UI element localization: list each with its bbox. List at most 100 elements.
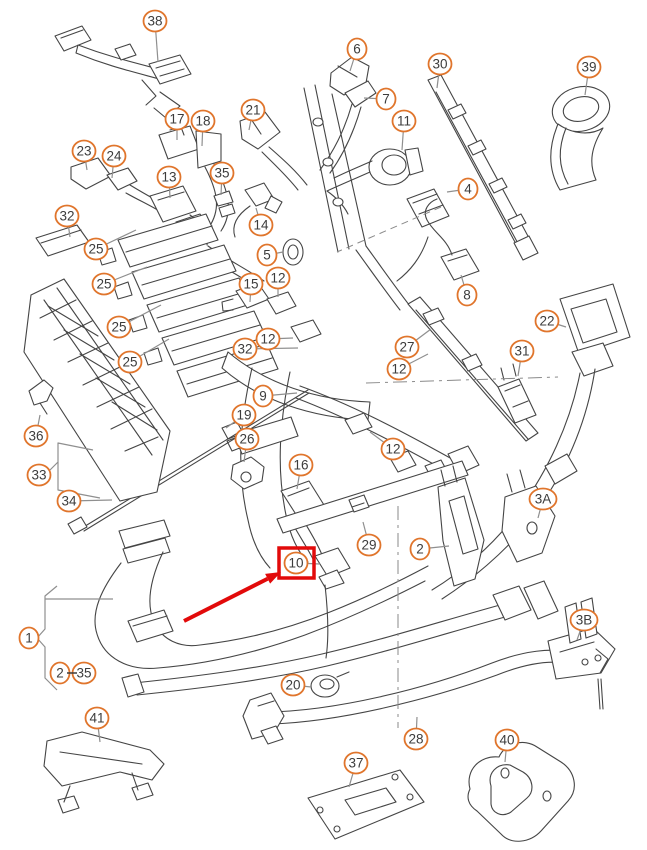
callout-11[interactable]: 11 bbox=[391, 109, 417, 133]
callout-19[interactable]: 19 bbox=[231, 403, 257, 427]
callout-circle-33[interactable] bbox=[26, 463, 52, 487]
callout-31[interactable]: 31 bbox=[509, 339, 535, 363]
callout-circle-13[interactable] bbox=[156, 165, 182, 189]
callout-circle-1[interactable] bbox=[18, 626, 40, 650]
callout-25c[interactable]: 25 bbox=[106, 315, 132, 339]
callout-circle-41[interactable] bbox=[84, 706, 110, 730]
callout-30[interactable]: 30 bbox=[427, 52, 453, 76]
callout-circle-6[interactable] bbox=[346, 37, 368, 61]
callout-circle-17[interactable] bbox=[164, 107, 190, 131]
callout-circle-5[interactable] bbox=[256, 243, 278, 267]
callout-35b[interactable]: 35 bbox=[71, 661, 97, 685]
callout-26[interactable]: 26 bbox=[234, 427, 260, 451]
callout-circle-32a[interactable] bbox=[54, 204, 80, 228]
callout-20[interactable]: 20 bbox=[280, 673, 306, 697]
callout-36[interactable]: 36 bbox=[23, 424, 49, 448]
callout-circle-37[interactable] bbox=[343, 751, 369, 775]
callout-22[interactable]: 22 bbox=[534, 309, 560, 333]
callout-24[interactable]: 24 bbox=[101, 144, 127, 168]
callout-2a[interactable]: 2 bbox=[409, 537, 431, 561]
callout-circle-40[interactable] bbox=[494, 728, 520, 752]
callout-12a[interactable]: 12 bbox=[265, 266, 291, 290]
callout-13[interactable]: 13 bbox=[156, 165, 182, 189]
callout-circle-16[interactable] bbox=[288, 453, 314, 477]
callout-circle-21[interactable] bbox=[240, 98, 266, 122]
callout-circle-25b[interactable] bbox=[91, 272, 117, 296]
callout-3B[interactable]: 3B bbox=[569, 608, 599, 632]
callout-circle-14[interactable] bbox=[248, 213, 274, 237]
callout-4[interactable]: 4 bbox=[457, 177, 479, 201]
callout-41[interactable]: 41 bbox=[84, 706, 110, 730]
callout-32a[interactable]: 32 bbox=[54, 204, 80, 228]
callout-5[interactable]: 5 bbox=[256, 243, 278, 267]
callout-25a[interactable]: 25 bbox=[83, 237, 109, 261]
callout-25b[interactable]: 25 bbox=[91, 272, 117, 296]
callout-circle-3A[interactable] bbox=[528, 487, 558, 511]
callout-29[interactable]: 29 bbox=[356, 533, 382, 557]
callout-34[interactable]: 34 bbox=[56, 489, 82, 513]
callout-27[interactable]: 27 bbox=[394, 335, 420, 359]
callout-7[interactable]: 7 bbox=[375, 87, 397, 111]
callout-1[interactable]: 1 bbox=[18, 626, 40, 650]
callout-circle-31[interactable] bbox=[509, 339, 535, 363]
callout-23[interactable]: 23 bbox=[71, 139, 97, 163]
callout-33[interactable]: 33 bbox=[26, 463, 52, 487]
callout-25d[interactable]: 25 bbox=[117, 350, 143, 374]
callout-37[interactable]: 37 bbox=[343, 751, 369, 775]
callout-3A[interactable]: 3A bbox=[528, 487, 558, 511]
callout-6[interactable]: 6 bbox=[346, 37, 368, 61]
callout-circle-36[interactable] bbox=[23, 424, 49, 448]
callout-12c[interactable]: 12 bbox=[386, 357, 412, 381]
callout-circle-19[interactable] bbox=[231, 403, 257, 427]
callout-circle-11[interactable] bbox=[391, 109, 417, 133]
callout-21[interactable]: 21 bbox=[240, 98, 266, 122]
callout-circle-20[interactable] bbox=[280, 673, 306, 697]
callout-circle-34[interactable] bbox=[56, 489, 82, 513]
callout-circle-7[interactable] bbox=[375, 87, 397, 111]
callout-38[interactable]: 38 bbox=[142, 9, 168, 33]
callout-circle-35a[interactable] bbox=[209, 161, 235, 185]
callout-circle-10[interactable] bbox=[283, 551, 309, 575]
callout-circle-25a[interactable] bbox=[83, 237, 109, 261]
callout-circle-9[interactable] bbox=[252, 384, 274, 408]
callout-circle-24[interactable] bbox=[101, 144, 127, 168]
callout-circle-3B[interactable] bbox=[569, 608, 599, 632]
callout-9[interactable]: 9 bbox=[252, 384, 274, 408]
callout-circle-22[interactable] bbox=[534, 309, 560, 333]
callout-circle-32b[interactable] bbox=[232, 337, 258, 361]
callout-circle-29[interactable] bbox=[356, 533, 382, 557]
callout-14[interactable]: 14 bbox=[248, 213, 274, 237]
callout-12b[interactable]: 12 bbox=[255, 327, 281, 351]
callout-circle-12b[interactable] bbox=[255, 327, 281, 351]
callout-circle-26[interactable] bbox=[234, 427, 260, 451]
callout-circle-4[interactable] bbox=[457, 177, 479, 201]
callout-2b[interactable]: 2 bbox=[49, 661, 71, 685]
callout-circle-2a[interactable] bbox=[409, 537, 431, 561]
callout-10[interactable]: 10 bbox=[283, 551, 309, 575]
callout-35a[interactable]: 35 bbox=[209, 161, 235, 185]
callout-circle-23[interactable] bbox=[71, 139, 97, 163]
callout-40[interactable]: 40 bbox=[494, 728, 520, 752]
callout-circle-27[interactable] bbox=[394, 335, 420, 359]
callout-circle-12c[interactable] bbox=[386, 357, 412, 381]
callout-28[interactable]: 28 bbox=[403, 727, 429, 751]
callout-circle-15[interactable] bbox=[238, 272, 264, 296]
callout-39[interactable]: 39 bbox=[576, 55, 602, 79]
callout-circle-18[interactable] bbox=[190, 109, 216, 133]
callout-circle-28[interactable] bbox=[403, 727, 429, 751]
callout-15[interactable]: 15 bbox=[238, 272, 264, 296]
callout-32b[interactable]: 32 bbox=[232, 337, 258, 361]
callout-circle-39[interactable] bbox=[576, 55, 602, 79]
callout-circle-12d[interactable] bbox=[380, 437, 406, 461]
callout-circle-38[interactable] bbox=[142, 9, 168, 33]
callout-circle-25c[interactable] bbox=[106, 315, 132, 339]
callout-circle-12a[interactable] bbox=[265, 266, 291, 290]
callout-circle-8[interactable] bbox=[456, 283, 478, 307]
callout-circle-25d[interactable] bbox=[117, 350, 143, 374]
callout-12d[interactable]: 12 bbox=[380, 437, 406, 461]
callout-16[interactable]: 16 bbox=[288, 453, 314, 477]
callout-17[interactable]: 17 bbox=[164, 107, 190, 131]
callout-18[interactable]: 18 bbox=[190, 109, 216, 133]
callout-circle-30[interactable] bbox=[427, 52, 453, 76]
callout-8[interactable]: 8 bbox=[456, 283, 478, 307]
